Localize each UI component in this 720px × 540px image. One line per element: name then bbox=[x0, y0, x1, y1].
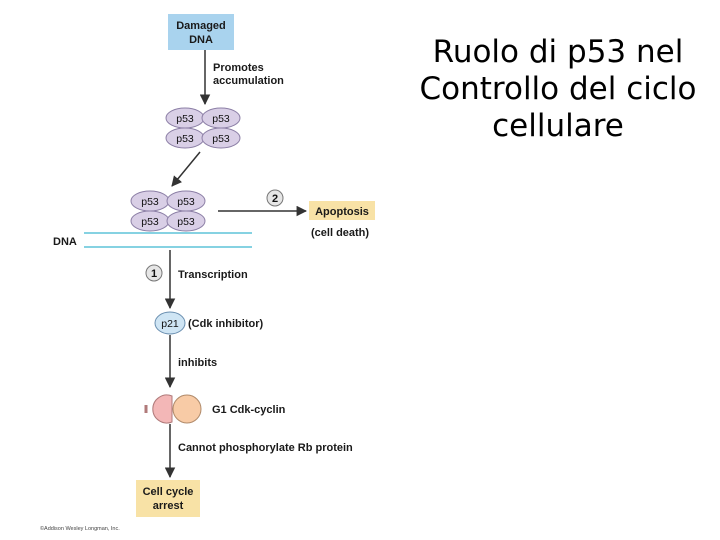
apoptosis-label: Apoptosis bbox=[315, 206, 369, 218]
g1-cdk-cyclin-label: G1 Cdk-cyclin bbox=[212, 404, 286, 416]
step-2-badge bbox=[266, 189, 284, 207]
slide-title-line-2: Controllo del ciclo bbox=[419, 71, 697, 107]
p53-label: p53 bbox=[176, 113, 194, 125]
transcription-label: Transcription bbox=[178, 269, 248, 281]
slide-title-line-3: cellulare bbox=[492, 108, 624, 144]
p53-label: p53 bbox=[141, 216, 159, 228]
damaged-dna-label-line-2: DNA bbox=[189, 34, 213, 46]
p53-tetramer-dna-bound: p53 p53 p53 p53 bbox=[130, 190, 206, 232]
p53-label: p53 bbox=[177, 216, 195, 228]
damaged-dna-label-line-1: Damaged bbox=[176, 20, 226, 32]
damaged-dna-box bbox=[168, 14, 234, 50]
promotes-accumulation-line-2: accumulation bbox=[213, 75, 284, 87]
p53-label: p53 bbox=[212, 113, 230, 125]
cell-cycle-arrest-line-2: arrest bbox=[153, 500, 184, 512]
slide-title: Ruolo di p53 nel Controllo del ciclo cel… bbox=[398, 34, 718, 145]
apoptosis-box bbox=[309, 201, 375, 220]
g1-cdk-cyclin-complex bbox=[144, 394, 202, 424]
cell-cycle-arrest-box bbox=[136, 480, 200, 517]
p53-label: p53 bbox=[176, 133, 194, 145]
p53-label: p53 bbox=[212, 133, 230, 145]
cyclin-subunit bbox=[172, 394, 202, 424]
p53-label: p53 bbox=[177, 196, 195, 208]
inhibits-label: inhibits bbox=[178, 357, 217, 369]
promotes-accumulation-line-1: Promotes bbox=[213, 62, 264, 74]
p53-tetramer-free: p53 p53 p53 p53 bbox=[165, 107, 241, 149]
step-1-badge bbox=[145, 264, 163, 282]
step-2-number: 2 bbox=[272, 193, 278, 205]
step-1-number: 1 bbox=[151, 268, 157, 280]
cannot-phosphorylate-label: Cannot phosphorylate Rb protein bbox=[178, 442, 353, 454]
p21-label: p21 bbox=[161, 318, 179, 330]
cell-death-label: (cell death) bbox=[311, 227, 369, 239]
p53-label: p53 bbox=[141, 196, 159, 208]
arrow-p53-to-dna bbox=[171, 151, 201, 187]
dna-label: DNA bbox=[53, 236, 77, 248]
p21-protein bbox=[154, 311, 186, 335]
cell-cycle-arrest-line-1: Cell cycle bbox=[143, 486, 194, 498]
slide-title-line-1: Ruolo di p53 nel bbox=[432, 34, 684, 70]
cdk-inhibitor-label: (Cdk inhibitor) bbox=[188, 318, 263, 330]
copyright-notice: ©Addison Wesley Longman, Inc. bbox=[40, 525, 120, 532]
p53-subunit bbox=[201, 127, 241, 149]
cdk-subunit bbox=[152, 394, 173, 424]
p53-subunit bbox=[166, 210, 206, 232]
